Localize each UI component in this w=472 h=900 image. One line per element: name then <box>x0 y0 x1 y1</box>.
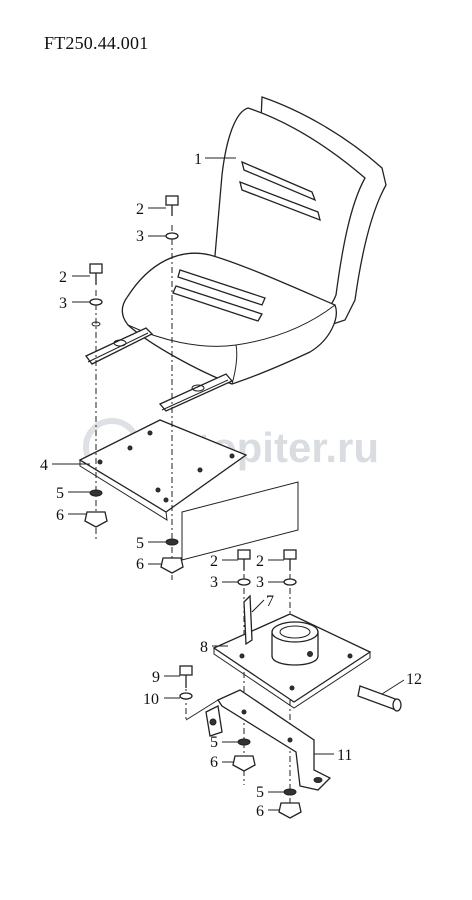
backrest-groove-2 <box>239 180 321 222</box>
callout-3: 3 <box>136 228 144 245</box>
backrest-groove-1 <box>241 160 317 202</box>
washer-icon <box>283 578 297 586</box>
washer-icon <box>89 298 103 306</box>
assembly-axes <box>95 225 291 815</box>
support-panel <box>181 481 299 561</box>
callout-2: 2 <box>59 269 67 286</box>
seat-cushion-edge <box>231 344 238 385</box>
seat-rail-right <box>158 373 234 412</box>
washer-icon <box>165 232 179 240</box>
callout-6: 6 <box>136 556 144 573</box>
seat-rails <box>84 327 234 412</box>
fasteners-upper <box>84 195 184 574</box>
callout-2: 2 <box>210 553 218 570</box>
washer-icon <box>89 489 103 497</box>
leader-lines <box>52 157 405 811</box>
nut-icon <box>278 802 302 819</box>
callout-1: 1 <box>194 151 202 168</box>
callout-3: 3 <box>256 574 264 591</box>
washer-icon <box>237 578 251 586</box>
callout-4: 4 <box>40 457 48 474</box>
pin <box>357 685 402 712</box>
bolt-icon <box>237 549 251 560</box>
fasteners-middle <box>237 549 297 586</box>
lever <box>243 594 253 646</box>
seat-cushion-front-edge <box>127 304 336 347</box>
washer-icon <box>237 738 251 746</box>
nut-icon <box>160 557 184 574</box>
callout-12: 12 <box>406 671 422 688</box>
callout-2: 2 <box>136 201 144 218</box>
nut-icon <box>84 511 108 528</box>
pin-body <box>357 685 399 711</box>
bolt-icon <box>283 549 297 560</box>
swivel-plate <box>212 594 372 709</box>
callout-5: 5 <box>210 734 218 751</box>
document-code: FT250.44.001 <box>44 33 149 53</box>
washer-icon <box>165 538 179 546</box>
callout-6: 6 <box>256 803 264 820</box>
callout-9: 9 <box>152 669 160 686</box>
callout-6: 6 <box>210 754 218 771</box>
callouts: 1 2 3 2 3 4 5 6 5 6 2 2 3 3 7 8 9 10 5 6… <box>40 151 422 820</box>
callout-5: 5 <box>256 784 264 801</box>
washer-icon <box>179 692 193 700</box>
seat <box>121 96 387 385</box>
cushion-groove-1 <box>177 269 266 306</box>
mounting-plate-body <box>78 419 248 513</box>
callout-8: 8 <box>200 639 208 656</box>
callout-7: 7 <box>266 593 274 610</box>
callout-3: 3 <box>59 295 67 312</box>
mounting-plate <box>78 419 248 521</box>
callout-11: 11 <box>337 747 352 764</box>
bolt-icon <box>165 195 179 206</box>
callout-3: 3 <box>210 574 218 591</box>
nut-icon <box>232 755 256 772</box>
bolt-icon <box>89 263 103 274</box>
callout-2: 2 <box>256 553 264 570</box>
callout-6: 6 <box>56 507 64 524</box>
callout-10: 10 <box>143 691 159 708</box>
callout-5: 5 <box>136 535 144 552</box>
bolt-icon <box>179 665 193 676</box>
fasteners-lower <box>179 665 302 819</box>
washer-icon <box>283 788 297 796</box>
bracket-body <box>217 689 332 791</box>
cushion-groove-2 <box>172 285 263 322</box>
callout-5: 5 <box>56 485 64 502</box>
bracket <box>205 689 332 791</box>
